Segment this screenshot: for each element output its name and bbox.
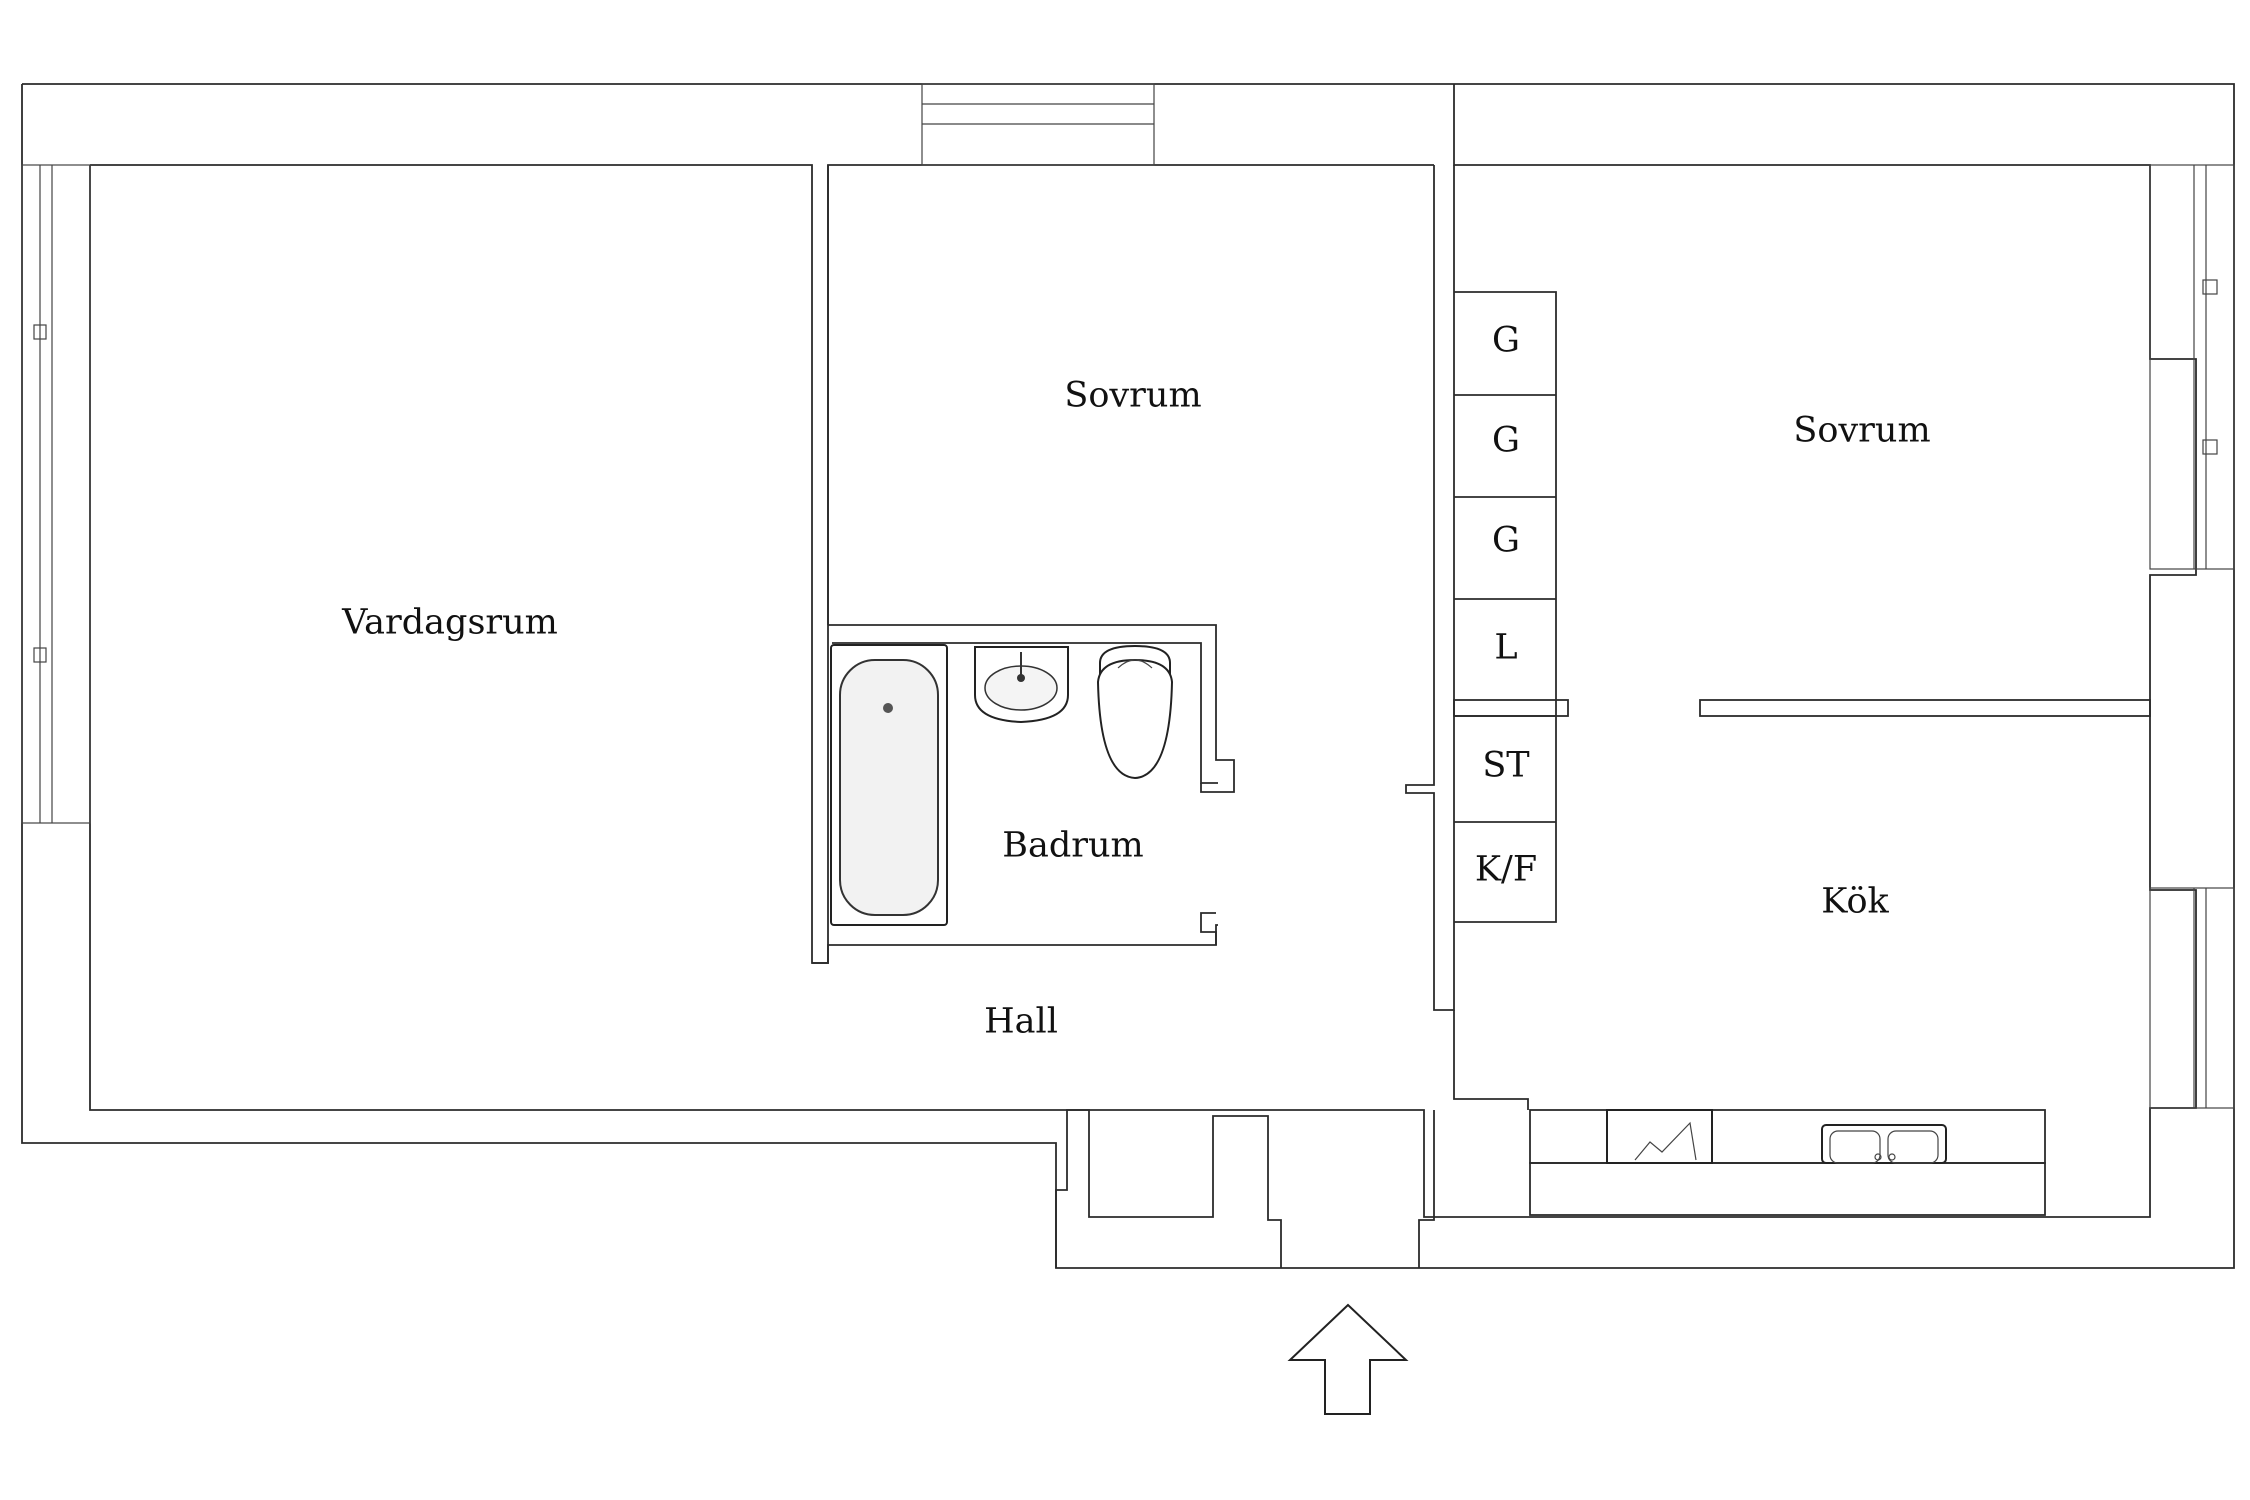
kitchen-sink-icon <box>1821 1124 1947 1164</box>
window-left <box>21 164 91 824</box>
stove-icon <box>1606 1109 1713 1164</box>
bathtub-icon <box>830 644 948 926</box>
storage-label-wardrobe-1: G <box>1492 321 1520 361</box>
storage-label-wardrobe-3: G <box>1492 521 1520 561</box>
windows <box>21 83 2235 1109</box>
interior-walls <box>812 165 2151 964</box>
room-label-living-room: Vardagsrum <box>341 603 558 643</box>
toilet-icon <box>1096 644 1174 780</box>
sink-icon <box>974 646 1069 724</box>
room-label-bathroom: Badrum <box>1002 826 1143 866</box>
room-label-kitchen: Kök <box>1821 882 1889 922</box>
room-label-bedroom-1: Sovrum <box>1064 376 1201 416</box>
room-label-hall: Hall <box>984 1002 1058 1042</box>
storage-label-fridge-freezer: K/F <box>1475 850 1537 890</box>
storage-label-wardrobe-2: G <box>1492 421 1520 461</box>
storage-label-linen: L <box>1494 628 1517 668</box>
window-top <box>921 83 1155 166</box>
window-right-top <box>2149 164 2235 570</box>
room-label-bedroom-2: Sovrum <box>1793 411 1930 451</box>
kitchen-counter <box>1529 1109 2046 1216</box>
window-right-bottom <box>2149 887 2235 1109</box>
storage-label-cleaning: ST <box>1482 746 1529 786</box>
entrance-arrow-icon <box>1287 1303 1409 1415</box>
